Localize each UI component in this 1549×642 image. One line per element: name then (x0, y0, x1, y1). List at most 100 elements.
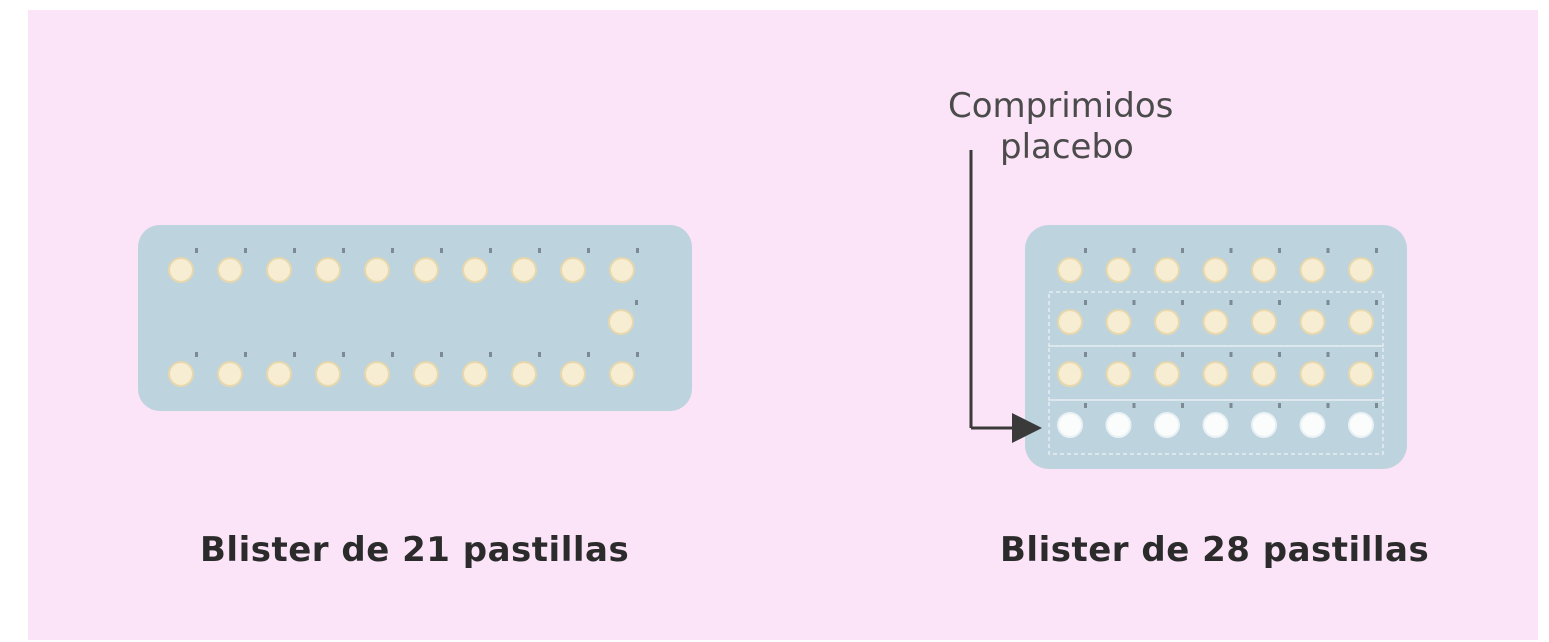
day-marker (440, 352, 443, 357)
day-marker (342, 248, 345, 253)
day-marker (1132, 300, 1136, 305)
day-marker (244, 248, 247, 253)
active-pill (315, 361, 341, 387)
active-pill (609, 361, 635, 387)
day-marker (1326, 248, 1330, 253)
active-pill (1299, 309, 1326, 335)
blister-28-card (1025, 225, 1407, 469)
day-marker (1181, 352, 1184, 357)
day-marker (1132, 248, 1136, 253)
day-marker (1084, 300, 1087, 305)
blister-28-pack (1025, 225, 1407, 469)
active-pill (462, 361, 488, 387)
day-marker (391, 352, 394, 357)
placebo-pill (1057, 412, 1083, 438)
day-marker (1375, 248, 1378, 253)
active-pill (168, 257, 194, 283)
active-pill (1154, 257, 1180, 283)
day-marker (1375, 403, 1378, 408)
active-pill (168, 361, 194, 387)
day-marker (1326, 352, 1330, 357)
placebo-annotation: Comprimidos placebo (948, 86, 1173, 168)
active-pill (266, 361, 292, 387)
day-marker (1229, 248, 1233, 253)
day-marker (293, 248, 296, 253)
day-marker (1229, 352, 1233, 357)
day-marker (1181, 403, 1184, 408)
day-marker (1278, 403, 1281, 408)
active-pill (1348, 361, 1374, 387)
day-marker (1375, 352, 1378, 357)
day-marker (244, 352, 247, 357)
active-pill (560, 257, 586, 283)
day-marker (440, 248, 443, 253)
row-divider (1048, 399, 1384, 455)
day-marker (1132, 352, 1136, 357)
day-marker (587, 248, 590, 253)
placebo-annotation-line2: placebo (1000, 126, 1134, 167)
placebo-pill (1251, 412, 1277, 438)
day-marker (1229, 403, 1233, 408)
active-pill (1202, 309, 1229, 335)
day-marker (1084, 248, 1087, 253)
active-pill (560, 361, 586, 387)
day-marker (636, 248, 639, 253)
active-pill (1251, 361, 1277, 387)
placebo-pill (1299, 412, 1326, 438)
placebo-pill (1202, 412, 1229, 438)
active-pill (217, 361, 243, 387)
active-pill (608, 309, 634, 335)
active-pill (1348, 257, 1374, 283)
day-marker (1229, 300, 1233, 305)
row-divider (1048, 345, 1384, 401)
day-marker (1084, 352, 1087, 357)
active-pill (1299, 257, 1326, 283)
day-marker (538, 352, 541, 357)
day-marker (1181, 300, 1184, 305)
active-pill (1348, 309, 1374, 335)
blister-28-caption: Blister de 28 pastillas (1000, 530, 1430, 570)
day-marker (1278, 352, 1281, 357)
placebo-pill (1154, 412, 1180, 438)
day-marker (489, 352, 492, 357)
active-pill (266, 257, 292, 283)
placebo-arrow (969, 150, 1042, 443)
active-pill (511, 361, 537, 387)
active-pill (1299, 361, 1326, 387)
day-marker (538, 248, 541, 253)
day-marker (342, 352, 345, 357)
blister-21-pack (138, 225, 692, 411)
active-pill (1251, 309, 1277, 335)
day-marker (1084, 403, 1087, 408)
day-marker (1132, 403, 1136, 408)
day-marker (1326, 300, 1330, 305)
active-pill (609, 257, 635, 283)
blister-21-caption: Blister de 21 pastillas (200, 530, 630, 570)
active-pill (1202, 257, 1229, 283)
day-marker (1278, 248, 1281, 253)
placebo-annotation-line1: Comprimidos (948, 86, 1174, 126)
active-pill (315, 257, 341, 283)
active-pill (1057, 257, 1083, 283)
day-marker (1375, 300, 1378, 305)
active-pill (462, 257, 488, 283)
active-pill (364, 361, 390, 387)
active-pill (1105, 309, 1132, 335)
day-marker (195, 352, 198, 357)
placebo-pill (1105, 412, 1132, 438)
active-pill (1154, 309, 1180, 335)
day-marker (1181, 248, 1184, 253)
active-pill (1057, 309, 1083, 335)
day-marker (195, 248, 198, 253)
day-marker (1326, 403, 1330, 408)
row-divider (1048, 291, 1384, 347)
active-pill (1154, 361, 1180, 387)
active-pill (1202, 361, 1229, 387)
day-marker (587, 352, 590, 357)
day-marker (489, 248, 492, 253)
placebo-pill (1348, 412, 1374, 438)
active-pill (217, 257, 243, 283)
active-pill (511, 257, 537, 283)
active-pill (1105, 257, 1132, 283)
